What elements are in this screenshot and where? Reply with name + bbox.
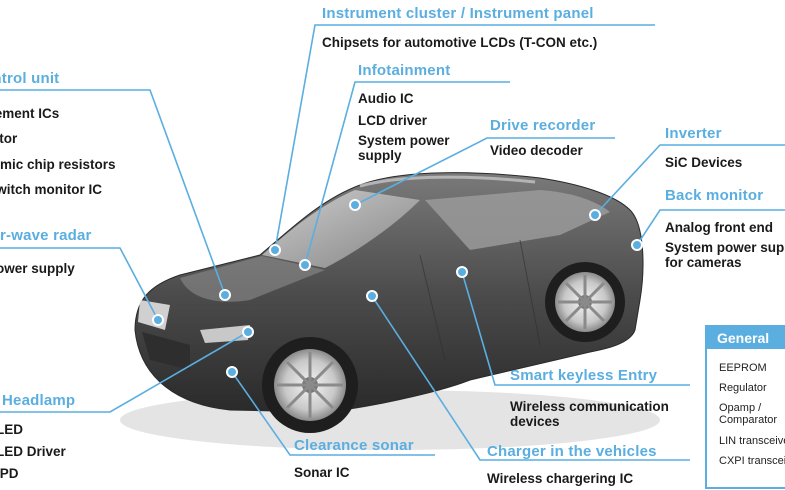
control-unit-title: Control unit	[0, 70, 60, 87]
back-monitor-item-0: Analog front end	[665, 220, 773, 235]
general-item-0: EEPROM	[719, 362, 767, 374]
radar-title: Millimeter-wave radar	[0, 227, 92, 244]
infotainment-title: Infotainment	[358, 62, 451, 79]
headlamp-item-0: LED	[0, 422, 23, 437]
infotainment-item-1: LCD driver	[358, 113, 428, 128]
control-unit-item-1: Transistor	[0, 131, 18, 146]
drive-recorder-item-0: Video decoder	[490, 143, 583, 158]
instrument-item-0: Chipsets for automotive LCDs (T-CON etc.…	[322, 35, 598, 50]
control-unit-item-2: Low-ohmic chip resistors	[0, 157, 116, 172]
headlamp-item-1: LED Driver	[0, 444, 66, 459]
inverter-item-0: SiC Devices	[665, 155, 743, 170]
clearance-sonar-item-0: Sonar IC	[294, 465, 350, 480]
leader-dots	[152, 199, 643, 378]
car-door-line	[419, 239, 541, 361]
car-side-window	[425, 190, 610, 250]
headlamp-title: Headlamp	[2, 392, 76, 409]
back-monitor-item-1: System power supply for cameras	[665, 240, 785, 270]
radar-item-0: Power supply	[0, 261, 75, 276]
general-item-2: Opamp / Comparator	[719, 402, 778, 426]
general-item-4: CXPI transceiver	[719, 455, 785, 467]
infotainment-item-2: System power supply	[358, 133, 450, 163]
general-title: General	[707, 327, 785, 349]
leader-lines	[0, 24, 785, 461]
car-roof-highlight	[359, 175, 536, 188]
infotainment-item-0: Audio IC	[358, 91, 414, 106]
car-windshield	[262, 190, 420, 268]
car-hood	[180, 256, 325, 302]
car-wheel-spokes	[277, 275, 612, 418]
instrument-cluster-title: Instrument cluster / Instrument panel	[322, 5, 594, 22]
general-item-3: LIN transceiver	[719, 435, 785, 447]
general-box: General EEPROM Regulator Opamp / Compara…	[705, 325, 785, 489]
charger-title: Charger in the vehicles	[487, 443, 657, 460]
charger-item-0: Wireless chargering IC	[487, 471, 634, 486]
control-unit-item-0: Management ICs	[0, 106, 60, 121]
clearance-sonar-title: Clearance sonar	[294, 437, 414, 454]
smart-keyless-item-0: Wireless communication devices	[510, 399, 669, 429]
back-monitor-title: Back monitor	[665, 187, 764, 204]
car-grille	[142, 332, 190, 370]
smart-keyless-title: Smart keyless Entry	[510, 367, 658, 384]
drive-recorder-title: Drive recorder	[490, 117, 596, 134]
headlamp-item-2: IPD	[0, 466, 19, 481]
general-item-1: Regulator	[719, 382, 767, 394]
inverter-title: Inverter	[665, 125, 722, 142]
